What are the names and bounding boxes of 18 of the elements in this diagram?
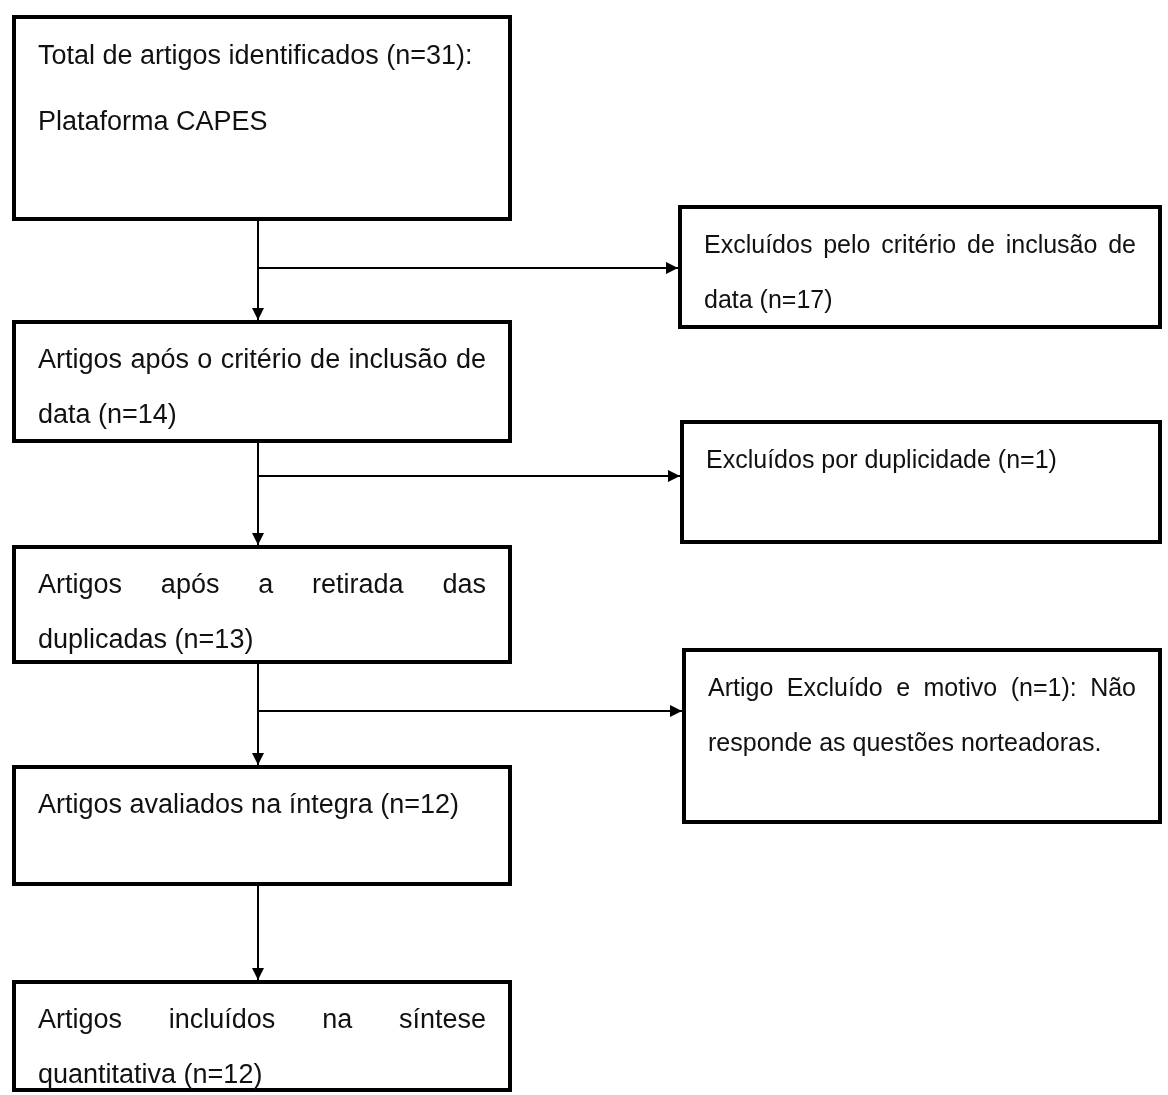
box-text: Artigos avaliados na íntegra (n=12): [38, 788, 460, 821]
process-box: [12, 980, 512, 1092]
process-box: [682, 648, 1162, 824]
box-text: Excluídos pelo critério de inclusão de data (n=17): [704, 229, 1136, 315]
box-text: Artigos após o critério de inclusão de data (n=14): [38, 343, 486, 431]
box-text: Plataforma CAPES: [38, 105, 269, 138]
arrow: [252, 885, 264, 981]
process-box: [680, 420, 1162, 544]
box-text: Artigos incluídos na síntese quantitativa (n=12): [38, 1003, 486, 1091]
process-box: [678, 205, 1162, 329]
box-text: Total de artigos identificados (n=31):: [38, 39, 474, 72]
box-text: Excluídos por duplicidade (n=1): [706, 444, 1058, 475]
box-text: Artigos após a retirada das duplicadas (n=13): [38, 568, 486, 656]
process-box: [12, 765, 512, 886]
process-box: [12, 545, 512, 664]
process-box: [12, 15, 512, 221]
box-text: Artigo Excluído e motivo (n=1): Não responde as questões norteadoras.: [708, 672, 1136, 758]
process-box: [12, 320, 512, 443]
